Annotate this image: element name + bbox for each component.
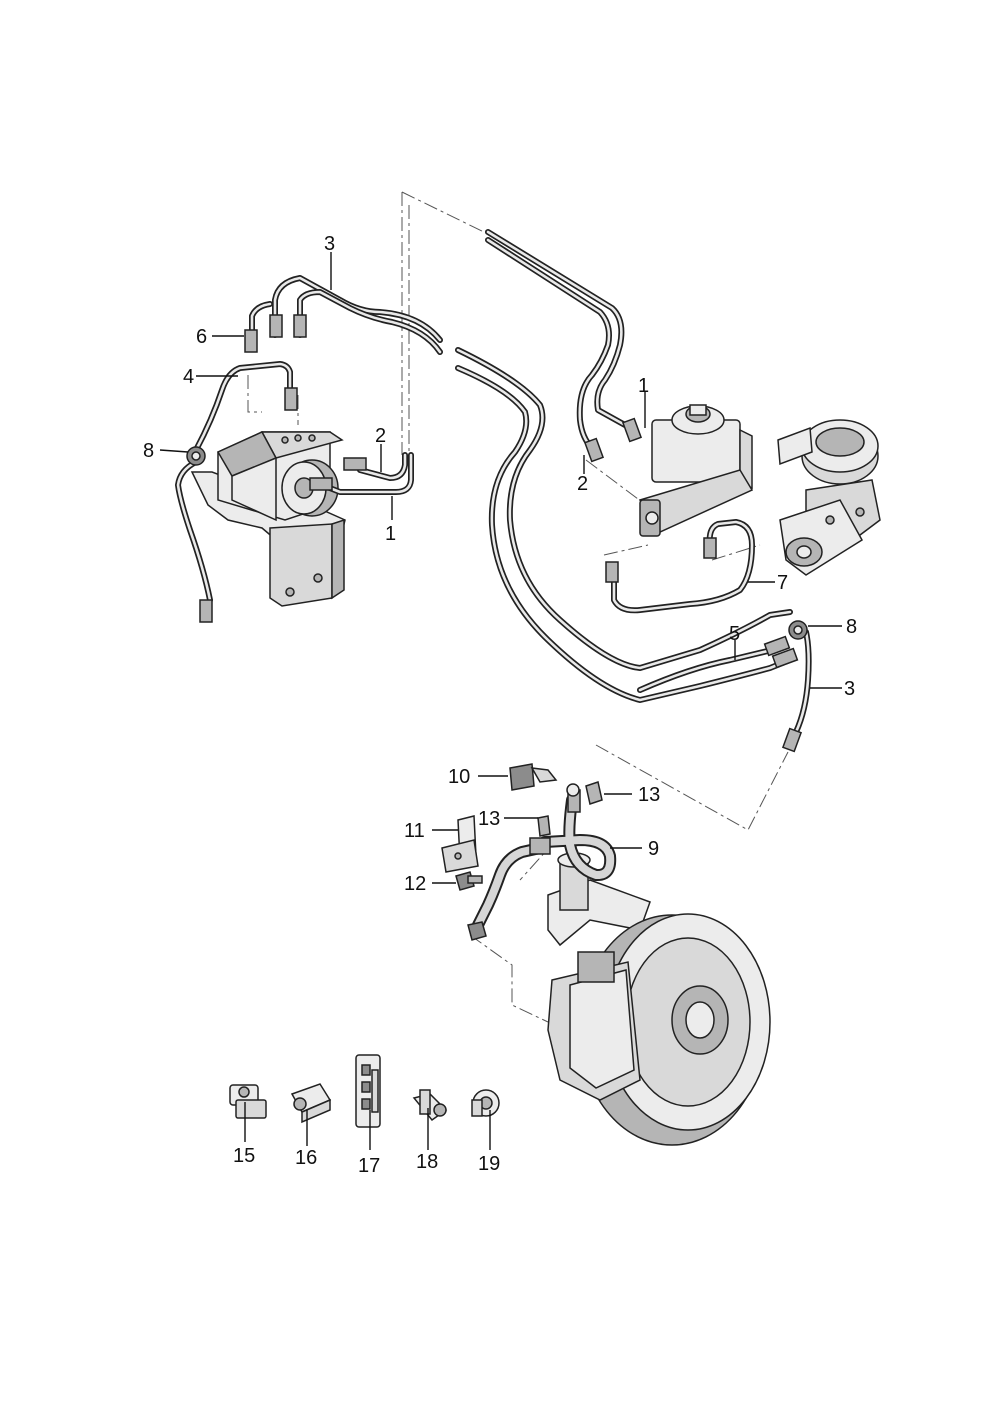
clip-16 — [290, 1083, 332, 1124]
pipe-fittings — [186, 314, 808, 753]
callout-12: 12 — [404, 873, 426, 895]
brake-booster — [777, 419, 881, 576]
callout-3-right: 3 — [844, 678, 855, 700]
callout-11: 11 — [404, 820, 425, 842]
callout-8-right: 8 — [846, 616, 857, 638]
brake-master-cylinder — [638, 404, 754, 537]
callout-19: 19 — [478, 1153, 500, 1175]
callout-1-left: 1 — [385, 523, 396, 545]
callout-8-left: 8 — [143, 440, 154, 462]
callout-7: 7 — [777, 572, 788, 594]
callout-4: 4 — [183, 366, 194, 388]
callout-6: 6 — [196, 326, 207, 348]
callout-labels: 1 1 2 2 3 3 4 5 6 7 8 8 9 10 11 12 13 13… — [143, 233, 857, 1177]
brake-disc-and-caliper — [547, 852, 771, 1146]
callout-2-right: 2 — [577, 473, 588, 495]
mounting-parts — [441, 763, 603, 891]
brake-hose — [467, 783, 617, 941]
callout-9: 9 — [648, 838, 659, 860]
clip-19 — [471, 1089, 500, 1117]
callout-2-left: 2 — [375, 425, 386, 447]
callout-1-upper-right: 1 — [638, 375, 649, 397]
callout-10: 10 — [448, 766, 470, 788]
callout-16: 16 — [295, 1147, 317, 1169]
callout-5: 5 — [729, 623, 740, 645]
callout-18: 18 — [416, 1151, 438, 1173]
callout-3-top: 3 — [324, 233, 335, 255]
abs-control-unit — [190, 431, 346, 607]
clip-15 — [229, 1084, 267, 1119]
clip-18 — [412, 1089, 448, 1122]
callout-13-middle: 13 — [478, 808, 500, 830]
callout-15: 15 — [233, 1145, 255, 1167]
callout-17: 17 — [358, 1155, 380, 1177]
leader-lines — [159, 252, 842, 1150]
callout-13-upper: 13 — [638, 784, 660, 806]
assembly-guide-lines — [247, 191, 789, 1023]
clip-17 — [355, 1054, 381, 1128]
brake-line-pipes — [175, 229, 812, 735]
